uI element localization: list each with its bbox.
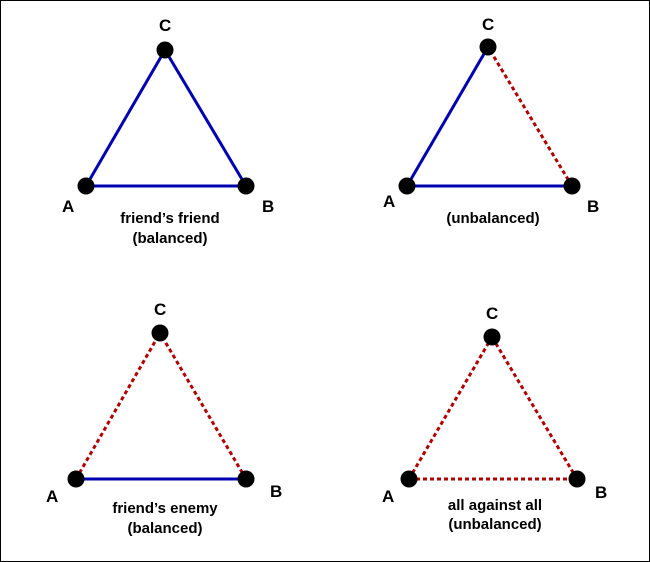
edge-a-c [74, 332, 162, 480]
triangle-panel-top-left: C A B friend’s friend (balanced) [62, 16, 274, 247]
panel-caption-line-2: (balanced) [132, 230, 207, 247]
node-a [77, 177, 95, 195]
node-label-b: B [270, 482, 282, 501]
node-a [67, 470, 85, 488]
triangle-panel-bottom-right: C A B all against all (unbalanced) [382, 304, 607, 533]
node-label-c: C [486, 304, 498, 323]
node-label-b: B [587, 197, 599, 216]
edge-b-c [486, 46, 574, 187]
node-label-c: C [159, 16, 171, 35]
node-c [151, 324, 169, 342]
node-label-b: B [595, 483, 607, 502]
panel-caption-line-1: friend’s friend [120, 210, 219, 227]
panel-caption-line-2: (unbalanced) [448, 516, 541, 533]
node-c [156, 41, 174, 59]
node-b [237, 470, 255, 488]
node-label-a: A [62, 197, 74, 216]
node-label-a: A [383, 192, 395, 211]
edge-a-c [405, 46, 490, 187]
node-label-b: B [262, 197, 274, 216]
edge-b-c [158, 332, 248, 480]
panel-caption-line-1: all against all [448, 497, 542, 514]
node-label-a: A [46, 487, 58, 506]
triangle-panel-bottom-left: C A B friend’s enemy (balanced) [46, 300, 282, 537]
triangle-panel-top-right: C A B (unbalanced) [383, 15, 599, 227]
node-b [237, 177, 255, 195]
node-c [479, 38, 497, 56]
node-c [483, 328, 501, 346]
node-label-c: C [482, 15, 494, 34]
node-label-a: A [382, 487, 394, 506]
node-a [400, 470, 418, 488]
node-label-c: C [154, 300, 166, 319]
node-b [568, 470, 586, 488]
node-a [398, 177, 416, 195]
panel-caption-line-1: (unbalanced) [446, 210, 539, 227]
panel-caption-line-2: (balanced) [127, 520, 202, 537]
edge-a-c [84, 49, 167, 187]
node-b [563, 177, 581, 195]
edge-b-c [163, 49, 248, 187]
panel-caption-line-1: friend’s enemy [112, 500, 218, 517]
